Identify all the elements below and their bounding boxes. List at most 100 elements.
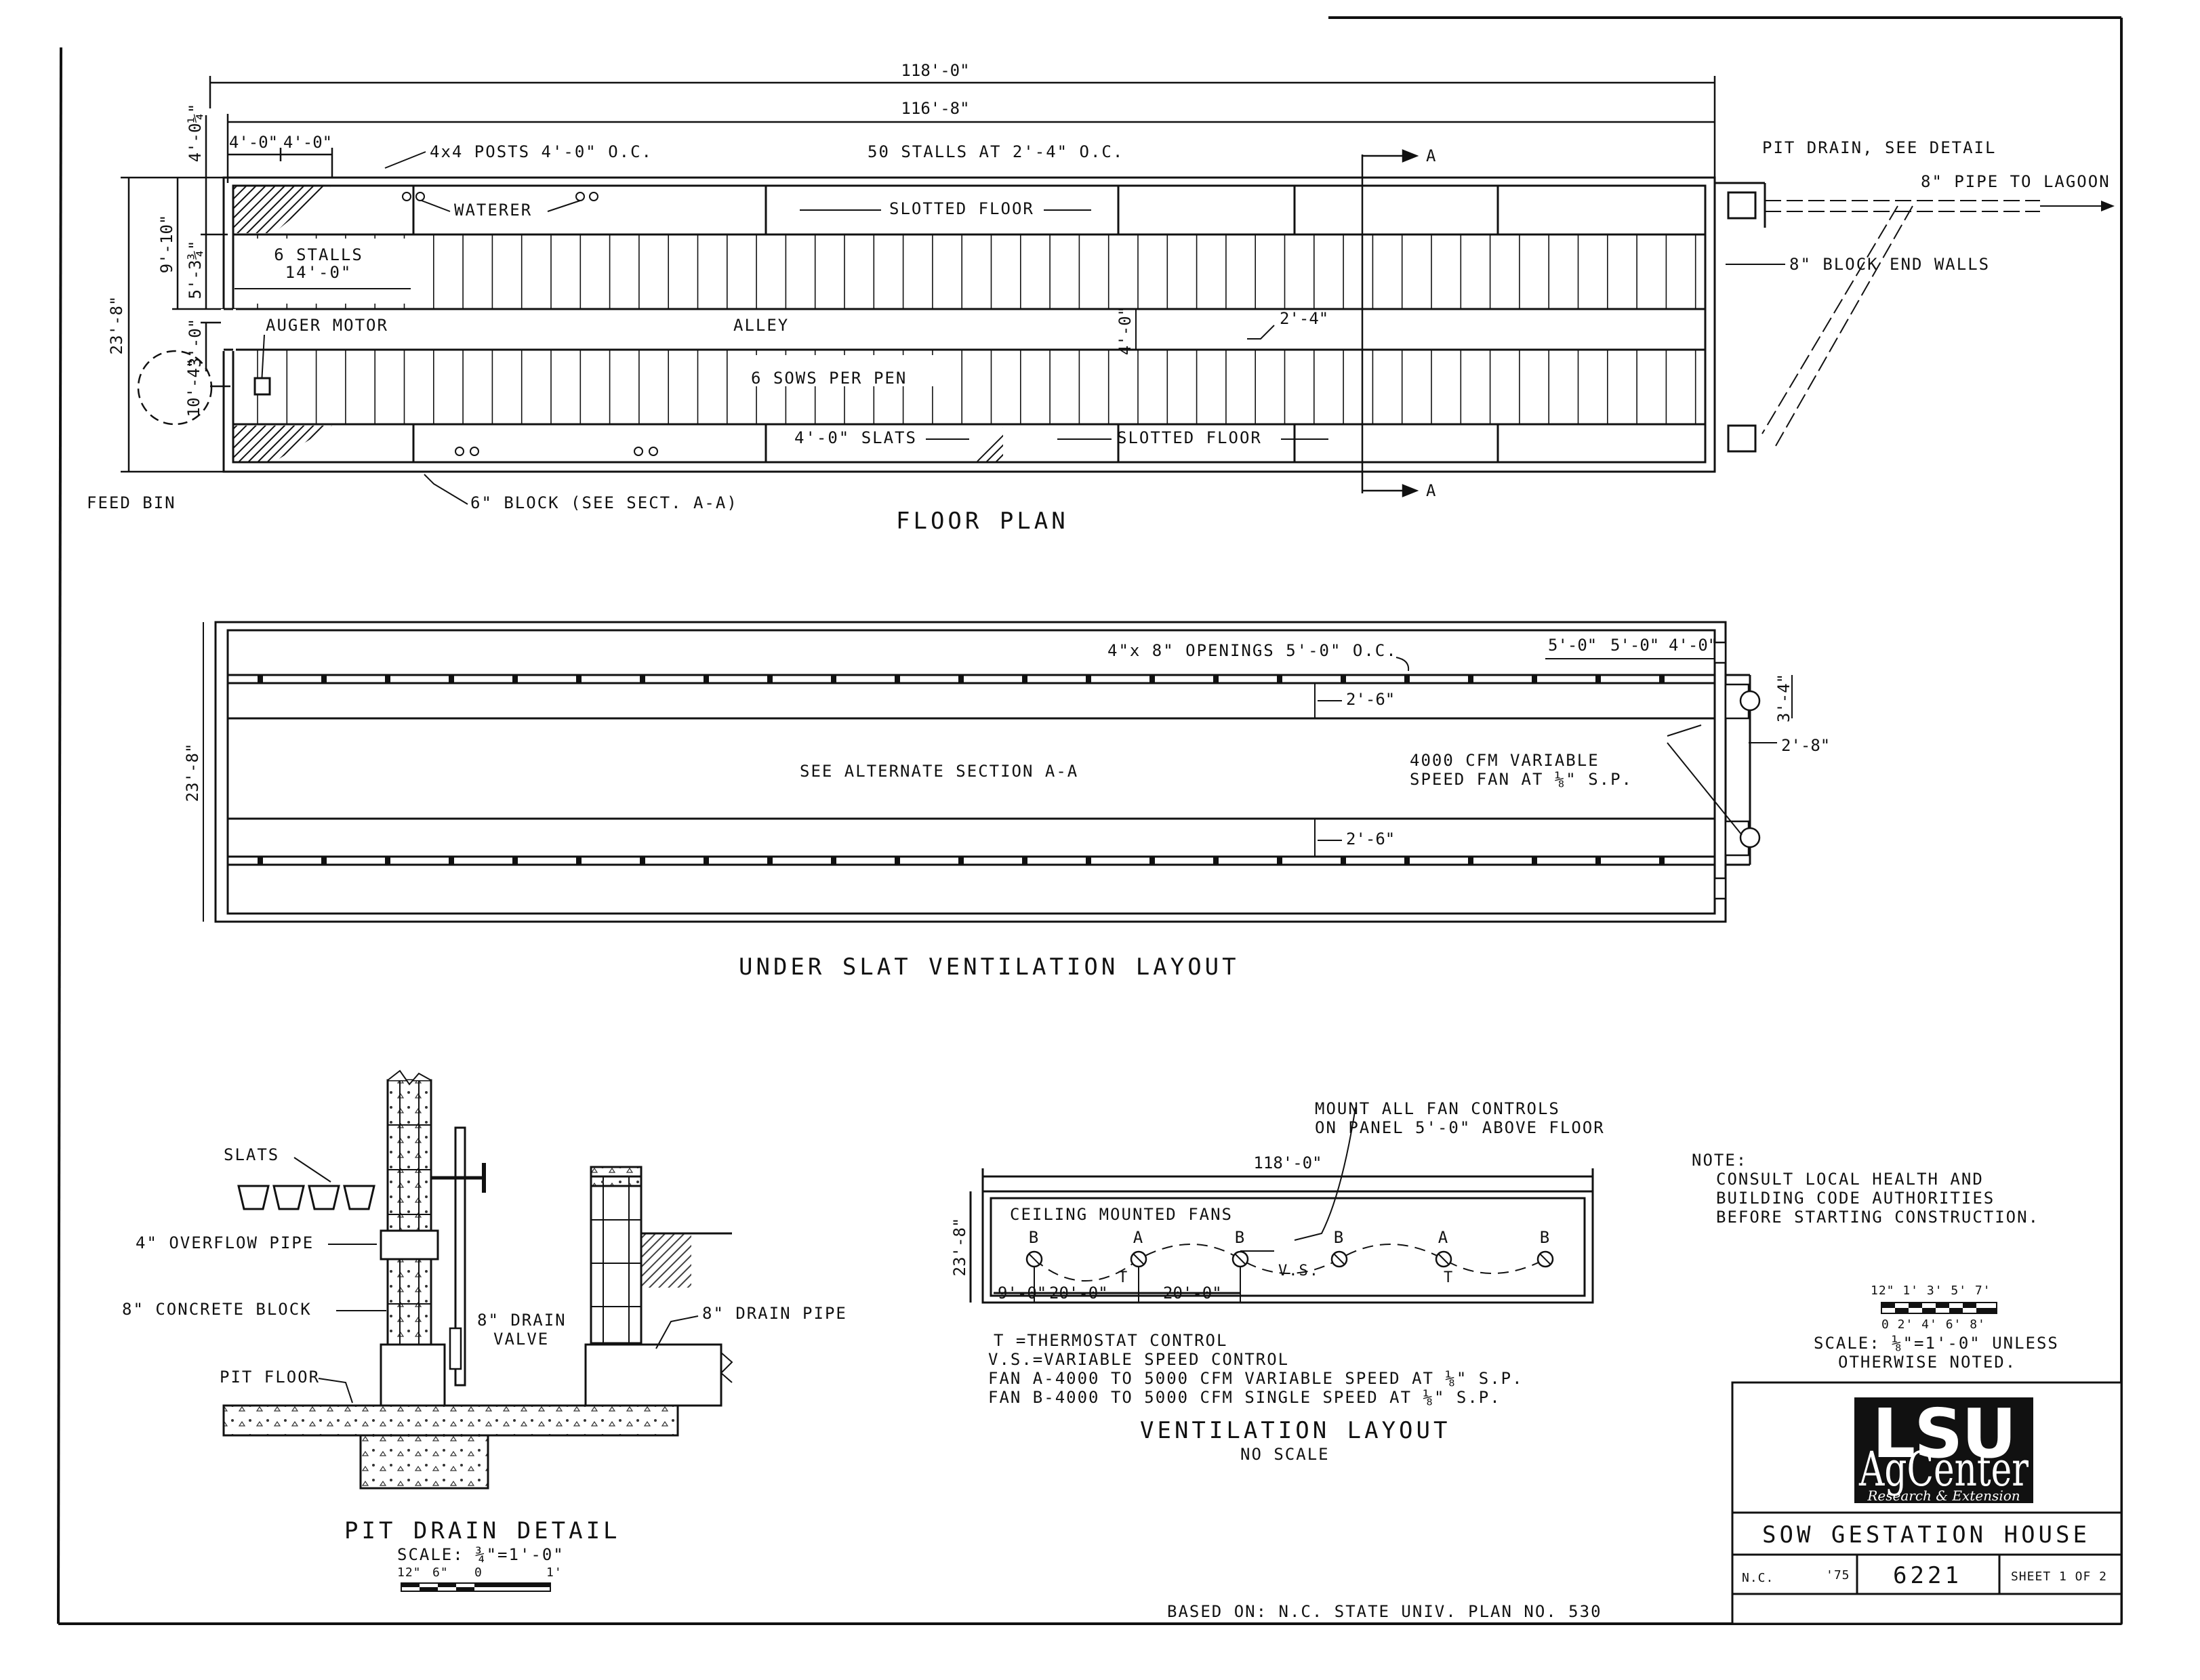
fan-label: B xyxy=(1029,1228,1040,1247)
note-line-0: CONSULT LOCAL HEALTH AND xyxy=(1716,1170,1984,1189)
dim-2-6-top: 2'-6" xyxy=(1346,690,1395,709)
vent-opening xyxy=(1468,675,1473,683)
vent-subtitle: NO SCALE xyxy=(1240,1445,1330,1464)
floor-plan-title: FLOOR PLAN xyxy=(896,508,1069,535)
label-slats: 4'-0" SLATS xyxy=(794,428,917,447)
label-auger-motor: AUGER MOTOR xyxy=(266,316,388,335)
scale-12: 12" xyxy=(397,1565,422,1580)
vent-dim-9: 9'-0" xyxy=(998,1284,1046,1303)
vent-opening xyxy=(576,675,582,683)
scale-line2: OTHERWISE NOTED. xyxy=(1838,1353,2016,1372)
dim-5b: 5'-0" xyxy=(1610,636,1659,655)
dim-3-0: 3'-0" xyxy=(186,319,205,367)
vent-opening xyxy=(258,857,263,865)
label-block: 6" BLOCK (SEE SECT. A-A) xyxy=(470,493,738,512)
fan-blade xyxy=(1334,1254,1345,1265)
dim-alley: 4'-0" xyxy=(1116,306,1135,355)
fan-blade xyxy=(1438,1254,1449,1265)
vent-opening xyxy=(1341,675,1346,683)
label-drain-pipe: 8" DRAIN PIPE xyxy=(702,1304,847,1323)
fan-label: B xyxy=(1334,1228,1345,1247)
dim-23-8: 23'-8" xyxy=(107,296,126,355)
title-block-nc: N.C. xyxy=(1742,1571,1774,1585)
vent-opening xyxy=(640,675,645,683)
fan-blade xyxy=(1029,1254,1040,1265)
vent-legend-3: FAN B-4000 TO 5000 CFM SINGLE SPEED AT ⅛… xyxy=(988,1388,1501,1407)
label-block-detail: 8" CONCRETE BLOCK xyxy=(122,1300,312,1319)
fan-blade xyxy=(1540,1254,1551,1265)
label-fan-line1: 4000 CFM VARIABLE xyxy=(1410,751,1600,770)
vent-dim-20b: 20'-0" xyxy=(1163,1284,1222,1303)
label-alley: ALLEY xyxy=(733,316,789,335)
vent-opening xyxy=(1659,857,1665,865)
vent-opening xyxy=(1213,857,1219,865)
dim-under-23-8: 23'-8" xyxy=(183,743,202,802)
label-ceiling-fans: CEILING MOUNTED FANS xyxy=(1010,1205,1233,1224)
vent-opening xyxy=(767,857,773,865)
fan-label: A xyxy=(1438,1228,1449,1247)
graphic-scale: 12" 1' 3' 5' 7' 0 2' 4' 6' 8' SCALE: ⅛"=… xyxy=(1814,1284,2058,1372)
fan-blade xyxy=(1133,1254,1144,1265)
dim-bin: 10'-4" xyxy=(184,358,203,417)
label-six-stalls-len: 14'-0" xyxy=(285,263,352,282)
vent-opening xyxy=(385,675,390,683)
vent-opening xyxy=(767,675,773,683)
scale-6: 6" xyxy=(432,1565,449,1580)
vent-opening xyxy=(449,675,454,683)
vent-opening xyxy=(576,857,582,865)
dim-5-3: 5'-3¾" xyxy=(186,241,205,300)
vent-opening xyxy=(958,675,964,683)
label-posts: 4x4 POSTS 4'-0" O.C. xyxy=(430,142,653,161)
title-block-title: SOW GESTATION HOUSE xyxy=(1762,1521,2090,1549)
note-label: NOTE: xyxy=(1692,1151,1747,1170)
dim-4: 4'-0" xyxy=(1669,636,1717,655)
sheet-border xyxy=(57,16,2123,1625)
pit-drain-scale: SCALE: ¾"=1'-0" xyxy=(397,1545,565,1564)
vent-opening xyxy=(640,857,645,865)
vent-opening xyxy=(895,675,900,683)
label-stalls: 50 STALLS AT 2'-4" O.C. xyxy=(868,142,1124,161)
fan-label: B xyxy=(1540,1228,1551,1247)
label-slotted-floor-top: SLOTTED FLOOR xyxy=(889,199,1034,218)
dim-9-10: 9'-10" xyxy=(157,215,176,274)
pit-drain-detail: SLATS 4" OVERFLOW PIPE 8" CONCRETE BLOCK… xyxy=(122,1069,847,1592)
label-openings: 4"x 8" OPENINGS 5'-0" O.C. xyxy=(1107,641,1398,660)
dim-stall-width: 2'-4" xyxy=(1280,309,1328,328)
scale-1: 1' xyxy=(546,1565,563,1580)
label-fan-line2: SPEED FAN AT ⅛" S.P. xyxy=(1410,770,1633,789)
fan-label: B xyxy=(1235,1228,1246,1247)
vent-dim-118: 118'-0" xyxy=(1253,1153,1322,1172)
fan-label: A xyxy=(1133,1228,1144,1247)
vent-dim-23-8: 23'-8" xyxy=(950,1218,969,1277)
vent-opening xyxy=(1277,675,1282,683)
vent-title: VENTILATION LAYOUT xyxy=(1140,1417,1450,1444)
vent-opening xyxy=(704,675,709,683)
vent-opening xyxy=(1086,675,1091,683)
pit-drain-title: PIT DRAIN DETAIL xyxy=(344,1517,621,1544)
vent-legend-0: T =THERMOSTAT CONTROL xyxy=(994,1331,1227,1350)
vent-opening xyxy=(321,857,327,865)
under-slat-layout: 23'-8" 4"x 8" OPENINGS 5'-0" O.C. 5'-0" … xyxy=(183,621,1830,981)
label-see-alternate: SEE ALTERNATE SECTION A-A xyxy=(800,762,1078,781)
vent-opening xyxy=(958,857,964,865)
vent-dim-20a: 20'-0" xyxy=(1049,1284,1108,1303)
vent-opening xyxy=(258,675,263,683)
vent-opening xyxy=(449,857,454,865)
lsu-agcenter-logo: LSU AgCenter Research & Extension xyxy=(1854,1394,2033,1504)
vent-opening xyxy=(1404,857,1410,865)
scale-ticks-top: 12" 1' 3' 5' 7' xyxy=(1871,1284,1991,1298)
dim-2-6-bottom: 2'-6" xyxy=(1346,829,1395,848)
label-slats-detail: SLATS xyxy=(224,1145,279,1164)
label-slotted-floor-bottom: SLOTTED FLOOR xyxy=(1117,428,1262,447)
vent-opening xyxy=(1659,675,1665,683)
vent-opening xyxy=(1341,857,1346,865)
under-slat-title: UNDER SLAT VENTILATION LAYOUT xyxy=(739,954,1240,981)
label-feed-bin: FEED BIN xyxy=(87,493,176,512)
scale-ticks-bottom: 0 2' 4' 6' 8' xyxy=(1881,1317,1986,1332)
vent-opening xyxy=(831,857,836,865)
vent-opening xyxy=(1086,857,1091,865)
logo-sub: Research & Extension xyxy=(1867,1488,2020,1504)
vent-opening xyxy=(1404,675,1410,683)
label-vs: V.S. xyxy=(1278,1263,1320,1279)
label-pipe-lagoon: 8" PIPE TO LAGOON xyxy=(1921,172,2111,191)
